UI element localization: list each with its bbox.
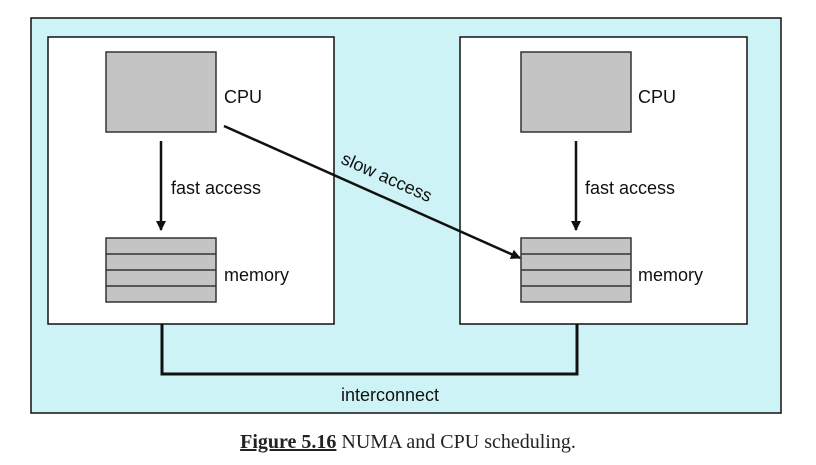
interconnect-label: interconnect [341, 385, 439, 405]
right-memory-block [520, 237, 632, 303]
left-cpu-box [105, 51, 217, 133]
left-memory-block [105, 237, 217, 303]
left-memory-label: memory [224, 265, 289, 285]
right-cpu-label: CPU [638, 87, 676, 107]
left-cpu-label: CPU [224, 87, 262, 107]
right-node: CPU fast access memory [459, 36, 748, 325]
right-fast-access-label: fast access [585, 178, 675, 198]
right-cpu-box [520, 51, 632, 133]
interconnect-line [160, 322, 579, 376]
slow-access-arrow [223, 124, 521, 260]
figure-number: Figure 5.16 [240, 431, 337, 453]
right-memory-label: memory [638, 265, 703, 285]
figure-caption-text: NUMA and CPU scheduling. [336, 431, 576, 453]
left-node: CPU fast access memory [47, 36, 335, 325]
left-fast-access-label: fast access [171, 178, 261, 198]
numa-diagram: CPU fast access memory CPU fast access [30, 17, 782, 414]
figure-caption: Figure 5.16 NUMA and CPU scheduling. [0, 431, 816, 454]
